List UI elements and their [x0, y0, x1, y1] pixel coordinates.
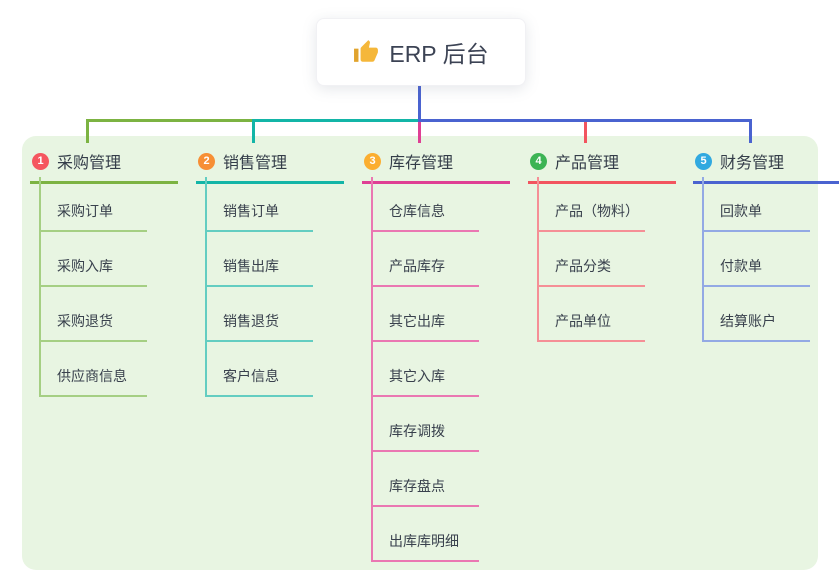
branch-item[interactable]: 产品分类: [539, 232, 645, 287]
branch-item[interactable]: 供应商信息: [41, 342, 147, 397]
branch-item[interactable]: 仓库信息: [373, 177, 479, 232]
branch-header-purchase[interactable]: 1 采购管理: [30, 146, 178, 184]
thumbs-up-icon: [354, 40, 379, 62]
branch-item[interactable]: 采购入库: [41, 232, 147, 287]
branch-item[interactable]: 回款单: [704, 177, 810, 232]
branch-label: 财务管理: [720, 155, 785, 172]
root-node-erp-backend[interactable]: ERP 后台: [316, 18, 526, 86]
branch-item[interactable]: 采购订单: [41, 177, 147, 232]
branch-sales: 2 销售管理 销售订单 销售出库 销售退货 客户信息: [196, 146, 346, 397]
branch-item[interactable]: 销售订单: [207, 177, 313, 232]
connector-drop-finance: [749, 122, 752, 143]
branch-item[interactable]: 库存盘点: [373, 452, 479, 507]
root-title: ERP 后台: [389, 41, 489, 67]
branch-header-product[interactable]: 4 产品管理: [528, 146, 676, 184]
branch-items: 销售订单 销售出库 销售退货 客户信息: [205, 177, 313, 397]
branch-header-inventory[interactable]: 3 库存管理: [362, 146, 510, 184]
branch-item[interactable]: 销售退货: [207, 287, 313, 342]
branch-item[interactable]: 采购退货: [41, 287, 147, 342]
branch-label: 采购管理: [57, 155, 122, 172]
branch-item[interactable]: 其它出库: [373, 287, 479, 342]
branches-background-panel: [22, 136, 818, 570]
branch-label: 销售管理: [223, 155, 288, 172]
connector-root-drop: [418, 84, 421, 120]
branch-item[interactable]: 销售出库: [207, 232, 313, 287]
connector-bus-blue: [418, 119, 752, 122]
connector-bus-teal: [252, 119, 420, 122]
branch-number-badge: 5: [695, 152, 712, 170]
branch-number-badge: 4: [530, 152, 547, 170]
branch-item[interactable]: 产品库存: [373, 232, 479, 287]
branch-inventory: 3 库存管理 仓库信息 产品库存 其它出库 其它入库 库存调拨 库存盘点 出库库…: [362, 146, 512, 562]
connector-bus-green: [86, 119, 255, 122]
branch-finance: 5 财务管理 回款单 付款单 结算账户: [693, 146, 839, 342]
branch-item[interactable]: 结算账户: [704, 287, 810, 342]
branch-item[interactable]: 付款单: [704, 232, 810, 287]
connector-drop-product: [584, 122, 587, 143]
branch-product: 4 产品管理 产品（物料） 产品分类 产品单位: [528, 146, 678, 342]
branch-item[interactable]: 出库库明细: [373, 507, 479, 562]
branch-items: 回款单 付款单 结算账户: [702, 177, 810, 342]
connector-drop-sales: [252, 122, 255, 143]
branch-header-finance[interactable]: 5 财务管理: [693, 146, 839, 184]
branch-label: 产品管理: [555, 155, 620, 172]
branch-header-sales[interactable]: 2 销售管理: [196, 146, 344, 184]
branch-item[interactable]: 产品单位: [539, 287, 645, 342]
branch-number-badge: 1: [32, 152, 49, 170]
branch-item[interactable]: 其它入库: [373, 342, 479, 397]
branch-label: 库存管理: [389, 155, 454, 172]
branch-number-badge: 3: [364, 152, 381, 170]
branch-item[interactable]: 客户信息: [207, 342, 313, 397]
branch-number-badge: 2: [198, 152, 215, 170]
branch-item[interactable]: 产品（物料）: [539, 177, 645, 232]
branch-items: 仓库信息 产品库存 其它出库 其它入库 库存调拨 库存盘点 出库库明细: [371, 177, 479, 562]
branch-purchase: 1 采购管理 采购订单 采购入库 采购退货 供应商信息: [30, 146, 180, 397]
branch-items: 采购订单 采购入库 采购退货 供应商信息: [39, 177, 147, 397]
branch-items: 产品（物料） 产品分类 产品单位: [537, 177, 645, 342]
connector-drop-inventory: [418, 122, 421, 143]
branch-item[interactable]: 库存调拨: [373, 397, 479, 452]
connector-drop-purchase: [86, 122, 89, 143]
